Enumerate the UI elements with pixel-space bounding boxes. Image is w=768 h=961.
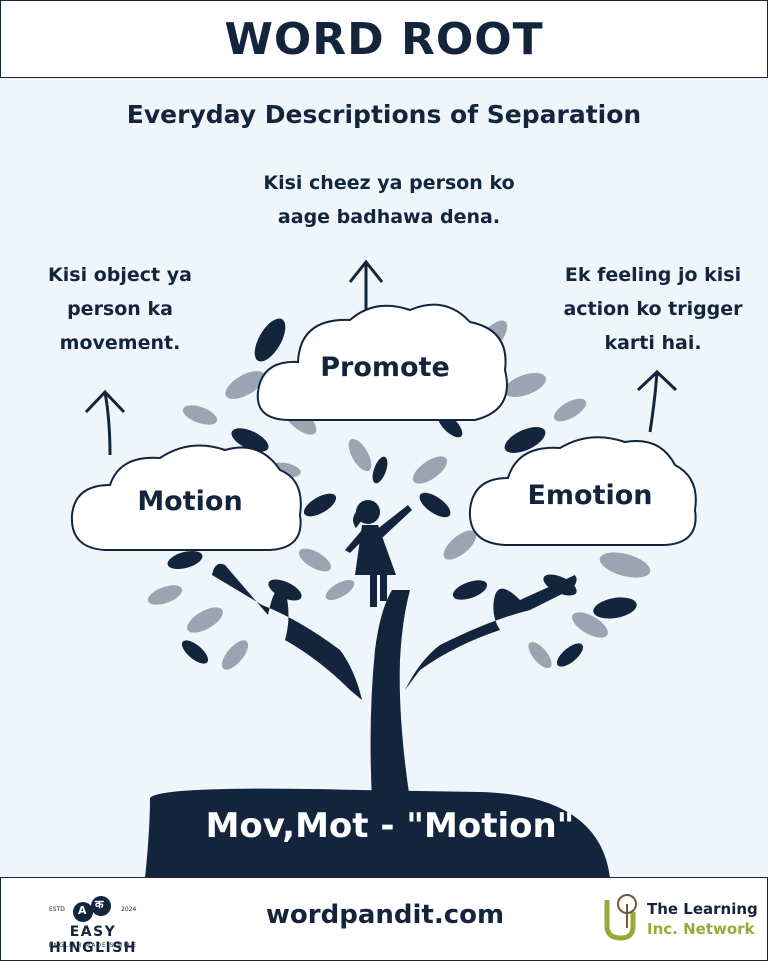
- tree-logo-icon: [604, 894, 637, 941]
- description-line: Kisi object ya: [48, 264, 192, 286]
- cloud-label-promote: Promote: [320, 352, 450, 383]
- estd-label: ESTD: [49, 906, 65, 913]
- easy-hinglish-logo: A क ESTD 2024 EASY HINGLISH ENGLISH MADE…: [23, 888, 163, 956]
- brand-line-2: Inc. Network: [647, 920, 755, 938]
- leaf: [225, 371, 265, 399]
- description-line: Ek feeling jo kisi: [564, 264, 742, 286]
- leaf: [325, 579, 355, 601]
- website-link[interactable]: wordpandit.com: [265, 900, 505, 930]
- left-hand: [212, 563, 362, 700]
- leaf: [599, 552, 651, 578]
- description-line: movement.: [59, 332, 181, 354]
- arrow-up-icon: [348, 259, 384, 310]
- learning-inc-logo: The Learning Inc. Network: [601, 892, 761, 948]
- description-line: Kisi cheez ya person ko: [263, 172, 515, 194]
- description-emotion: Ek feeling jo kisi action ko trigger kar…: [548, 258, 758, 360]
- leaf: [167, 550, 203, 570]
- word-root-label: Mov,Mot - "Motion": [205, 806, 575, 846]
- brand-line-1: The Learning: [647, 900, 758, 918]
- description-motion: Kisi object ya person ka movement.: [30, 258, 210, 360]
- description-promote: Kisi cheez ya person ko aage badhawa den…: [234, 166, 544, 234]
- cloud-promote: [256, 303, 508, 421]
- description-line: person ka: [67, 298, 173, 320]
- leaf: [298, 548, 332, 572]
- leaf: [419, 492, 451, 518]
- ground-mound: [145, 788, 610, 878]
- leaf: [231, 428, 269, 452]
- tree-illustration: [70, 259, 697, 878]
- leaf: [181, 640, 209, 664]
- leaf: [372, 456, 388, 484]
- cloud-emotion: [468, 436, 697, 546]
- leaf: [303, 493, 337, 517]
- leaf: [412, 456, 448, 484]
- leaf: [452, 580, 488, 600]
- description-line: aage badhawa dena.: [277, 206, 501, 228]
- leaf: [553, 398, 587, 422]
- leaf: [504, 427, 546, 453]
- leaf: [504, 372, 546, 398]
- leaf: [556, 643, 584, 667]
- leaf: [348, 438, 372, 472]
- leaf: [182, 405, 218, 425]
- leaf: [593, 597, 637, 619]
- badge-a: A: [78, 904, 87, 917]
- leaf: [254, 318, 286, 362]
- cloud-motion: [70, 444, 302, 551]
- arrow-up-icon: [636, 369, 678, 433]
- cloud-label-motion: Motion: [137, 486, 243, 517]
- arrows: [84, 259, 678, 456]
- badge-b: क: [95, 898, 104, 911]
- right-hand: [405, 575, 577, 690]
- header-bar: WORD ROOT: [0, 0, 768, 78]
- leaf: [443, 530, 477, 560]
- page-title: WORD ROOT: [224, 13, 544, 65]
- speech-bubble-icon: [73, 896, 111, 922]
- leaf: [528, 641, 552, 669]
- leaf: [221, 640, 249, 670]
- description-line: karti hai.: [604, 332, 702, 354]
- cloud-label-emotion: Emotion: [527, 480, 653, 511]
- child-figure: [345, 500, 412, 607]
- footer-bar: A क ESTD 2024 EASY HINGLISH ENGLISH MADE…: [0, 877, 768, 961]
- leaf: [147, 585, 183, 605]
- leaf: [572, 612, 608, 638]
- arrow-up-icon: [84, 389, 126, 456]
- description-line: action ko trigger: [563, 298, 743, 320]
- subtitle: Everyday Descriptions of Separation: [126, 100, 642, 129]
- year-label: 2024: [121, 906, 137, 913]
- brand-tagline: ENGLISH MADE SIMPLE: [48, 942, 138, 949]
- brand-name: EASY HINGLISH: [48, 924, 138, 956]
- tree-trunk: [370, 590, 410, 800]
- leaf: [187, 607, 223, 633]
